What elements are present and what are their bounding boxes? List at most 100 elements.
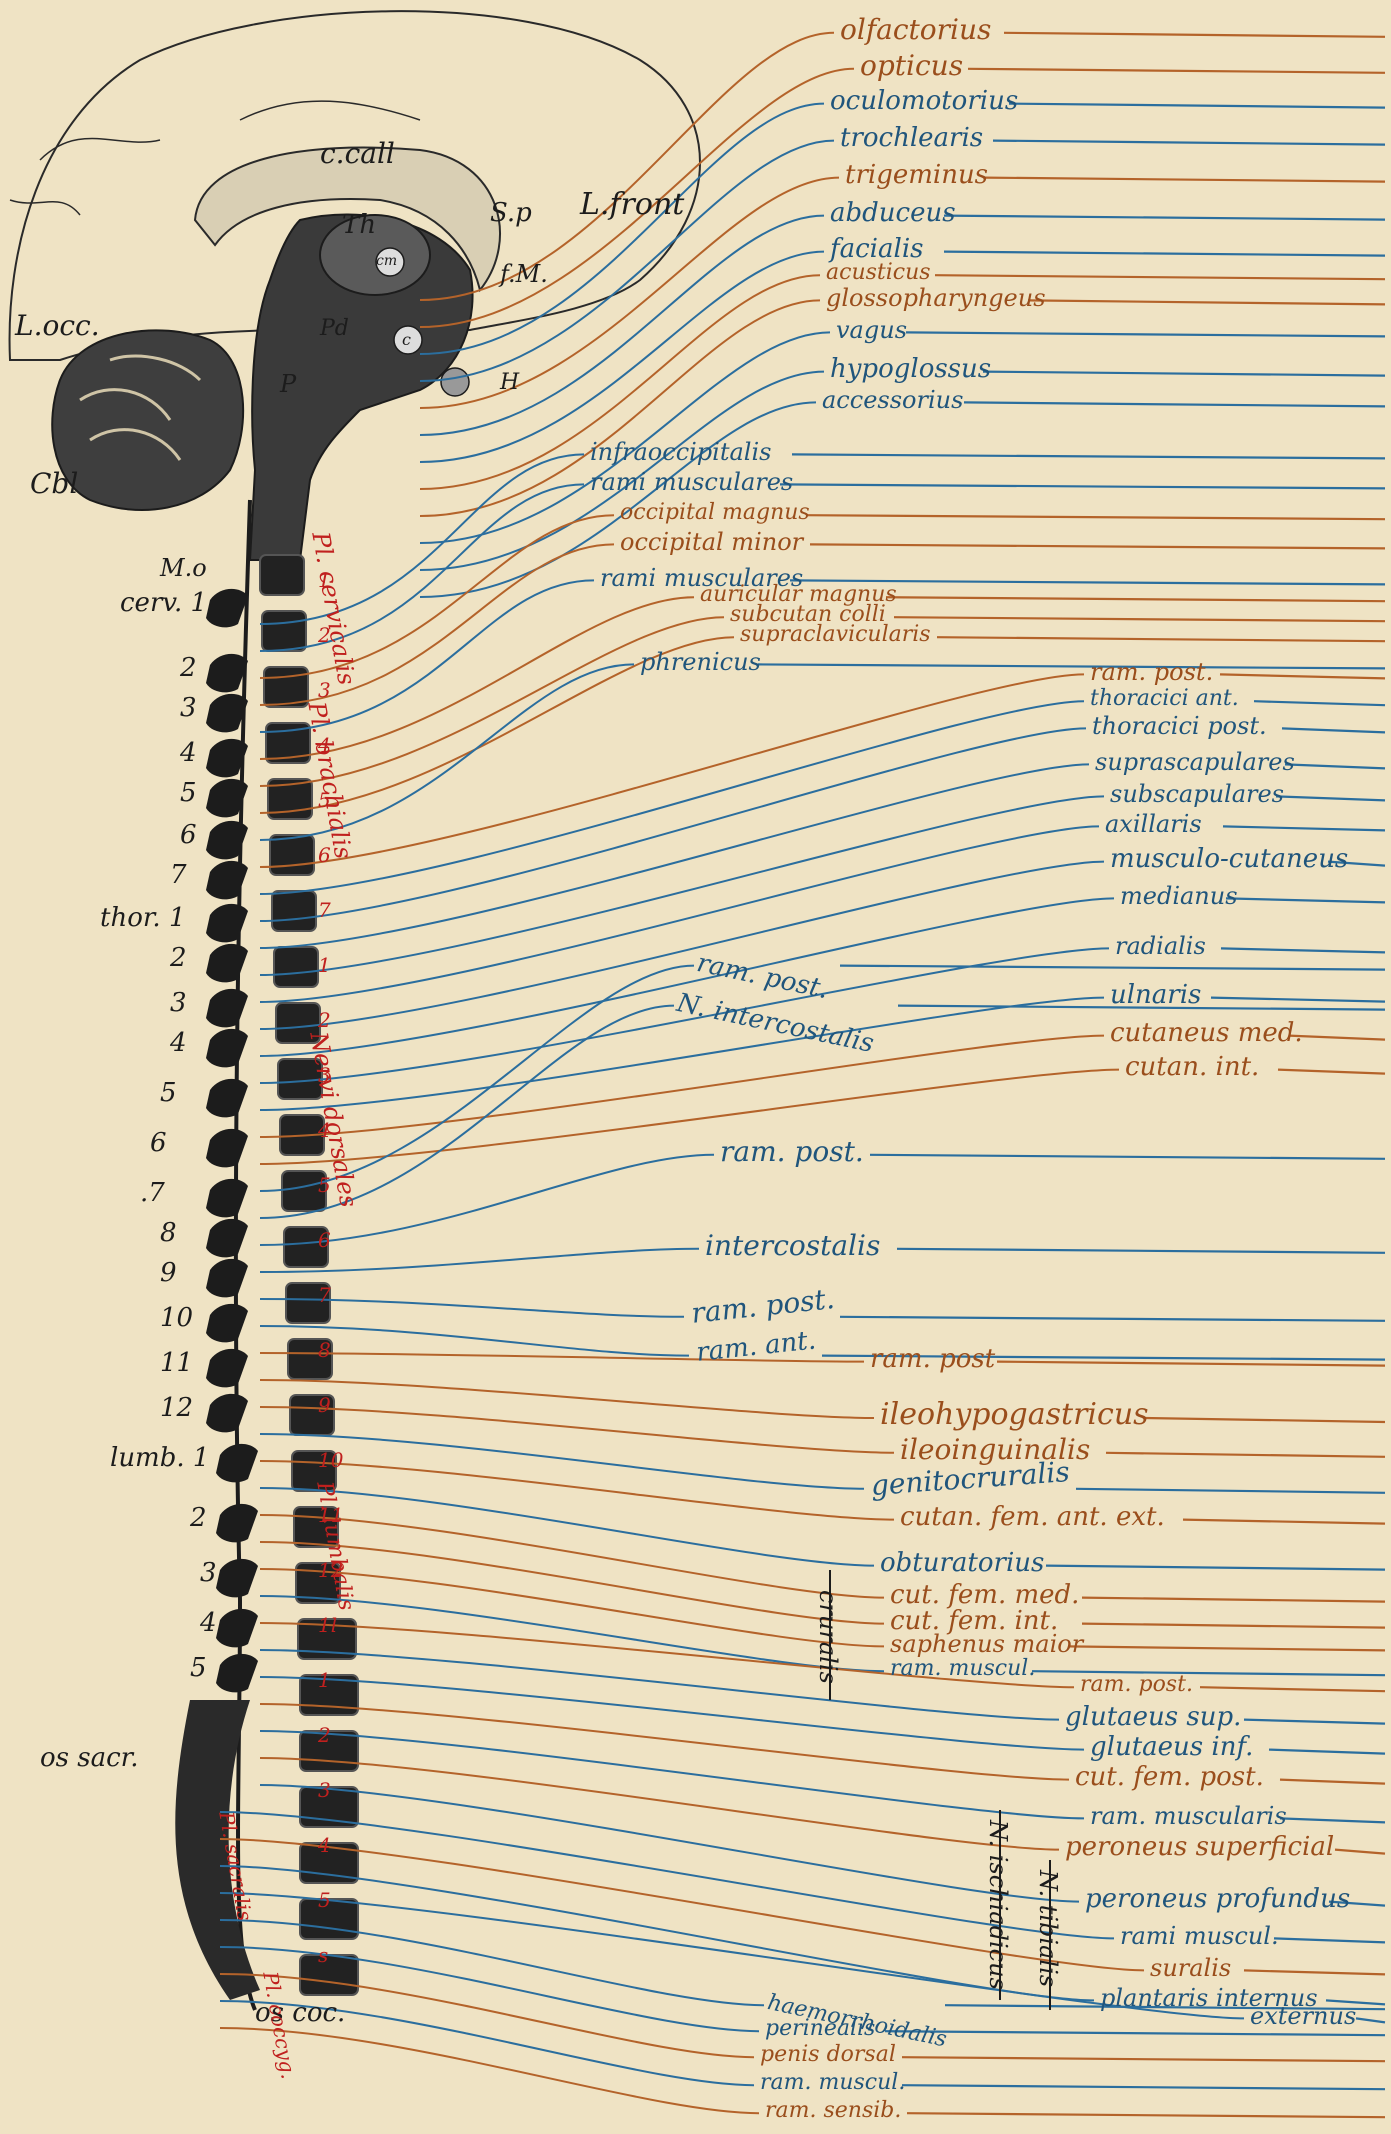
brain-label-h: H <box>500 372 519 394</box>
vertebral-body <box>300 1955 358 1995</box>
vertebra-label: 2 <box>180 655 197 681</box>
brain-label-l-front: L.front <box>580 190 684 220</box>
vertebra-spinous-process <box>206 589 248 627</box>
nerve-label: penis dorsal <box>760 2044 896 2066</box>
cerebrum-sulcus <box>10 200 80 215</box>
nerve-label: ram. post <box>870 1346 995 1372</box>
vertebra-spinous-process <box>206 904 248 942</box>
nerve-line-right <box>1335 1850 1385 1854</box>
nerve-label: facialis <box>830 236 923 262</box>
nerve-label: suprascapulares <box>1095 750 1295 774</box>
nerve-label: thoracici ant. <box>1090 688 1239 710</box>
nerve-line-right <box>902 2057 1385 2061</box>
nerve-label: cut. fem. post. <box>1075 1764 1264 1790</box>
nerve-line-branch <box>260 1380 874 1418</box>
brain-label-cm: cm <box>376 254 397 268</box>
brain-label-pd: Pd <box>320 318 349 340</box>
vertebra-spinous-process <box>206 1219 248 1257</box>
vertebra-label: 12 <box>160 1395 193 1421</box>
nerve-label: cutaneus med. <box>1110 1020 1303 1046</box>
nerve-label: externus <box>1250 2004 1356 2028</box>
nerve-line-right <box>1221 948 1385 952</box>
nerve-line-branch <box>260 1434 864 1489</box>
nerve-label: vagus <box>836 318 907 342</box>
nerve-line-right <box>1282 728 1385 732</box>
nerve-line-right <box>1274 1938 1385 1942</box>
nerve-line-right <box>907 2113 1385 2117</box>
nerve-label: perinealis <box>765 2018 875 2040</box>
segment-number: 1l <box>318 1615 337 1635</box>
vertebra-label: 11 <box>160 1350 193 1376</box>
brain-label-fm: f.M. <box>500 262 548 286</box>
brain-label-l-occ: L.occ. <box>15 312 100 340</box>
nerve-label: ram. muscul. <box>760 2072 905 2094</box>
nerve-line-branch <box>260 898 1114 1056</box>
nerve-label: phrenicus <box>640 650 761 674</box>
vertebra-spinous-process <box>206 1259 248 1297</box>
nerve-line-right <box>964 402 1385 406</box>
nerve-line-right <box>894 617 1385 621</box>
nerve-label: ram. post. <box>720 1138 864 1166</box>
nerve-line-right <box>1356 2018 1385 2022</box>
vertebra-label: 5 <box>190 1655 207 1681</box>
nerve-label: peroneus profundus <box>1085 1886 1350 1912</box>
vertebra-label: .7 <box>140 1180 165 1206</box>
nerve-line-right <box>1082 1598 1385 1602</box>
nerve-line-right <box>937 637 1385 641</box>
nerve-line-right <box>792 454 1385 458</box>
segment-number: 8 <box>318 1340 331 1360</box>
nerve-line-branch <box>260 826 1099 1002</box>
segment-number: 1 <box>318 955 331 975</box>
group-label-ischiadicus: N. ischiadicus <box>986 1820 1010 1990</box>
nerve-line-right <box>1276 796 1385 800</box>
vertebra-label: 4 <box>200 1610 217 1636</box>
nerve-line-right <box>1200 1687 1385 1691</box>
nerve-label: cut. fem. med. <box>890 1582 1079 1608</box>
nerve-line-right <box>1009 104 1385 108</box>
nerve-label: subscapulares <box>1110 782 1284 806</box>
nerve-line-right <box>1280 1780 1385 1784</box>
nerve-line-right <box>983 372 1385 376</box>
nerve-label: rami muscul. <box>1120 1924 1279 1948</box>
vertebra-spinous-process <box>216 1654 258 1692</box>
vertebra-label: 4 <box>180 740 197 766</box>
brain-label-sp: S.p <box>490 200 532 226</box>
nerve-line-right <box>1223 826 1385 830</box>
nerve-label: ileohypogastricus <box>880 1400 1149 1430</box>
nerve-label: glutaeus sup. <box>1065 1704 1241 1730</box>
nerve-label: obturatorius <box>880 1550 1044 1576</box>
vertebra-label: os sacr. <box>40 1745 139 1771</box>
nerve-line-right <box>944 252 1385 256</box>
segment-number: 2 <box>318 1725 331 1745</box>
segment-number: 10 <box>318 1450 343 1470</box>
vertebral-body <box>260 555 304 595</box>
vertebra-spinous-process <box>206 1394 248 1432</box>
nerve-line-branch <box>260 1488 874 1566</box>
nerve-label: ram. muscularis <box>1090 1804 1287 1828</box>
nerve-line-branch <box>260 1070 1119 1164</box>
segment-number: s <box>318 1945 328 1965</box>
group-label-cruralis: cruralis <box>816 1590 840 1684</box>
nerve-line-branch <box>260 764 1089 948</box>
nerve-line-right <box>1046 1566 1385 1570</box>
vertebra-label: cerv. 1 <box>120 590 207 616</box>
nerve-label: olfactorius <box>840 16 991 44</box>
vertebra-label: thor. 1 <box>100 905 186 931</box>
nerve-line-right <box>1278 1070 1385 1074</box>
nerve-label: cutan. int. <box>1125 1054 1259 1080</box>
nerve-line-right <box>935 275 1385 279</box>
nerve-label: oculomotorius <box>830 88 1018 114</box>
vertebra-label: 3 <box>200 1560 217 1586</box>
brain-label-c: c <box>402 332 411 348</box>
nerve-line-right <box>1280 1818 1385 1822</box>
vertebral-body <box>270 835 314 875</box>
nerve-line-right <box>806 515 1385 519</box>
nerve-label: hypoglossus <box>830 356 991 382</box>
vertebra-label: lumb. 1 <box>110 1445 209 1471</box>
vertebra-spinous-process <box>206 1349 248 1387</box>
vertebra-label: 2 <box>190 1505 207 1531</box>
nerve-label: accessorius <box>822 388 963 412</box>
vertebra-label: 10 <box>160 1305 193 1331</box>
nerve-line-right <box>1082 1624 1385 1628</box>
